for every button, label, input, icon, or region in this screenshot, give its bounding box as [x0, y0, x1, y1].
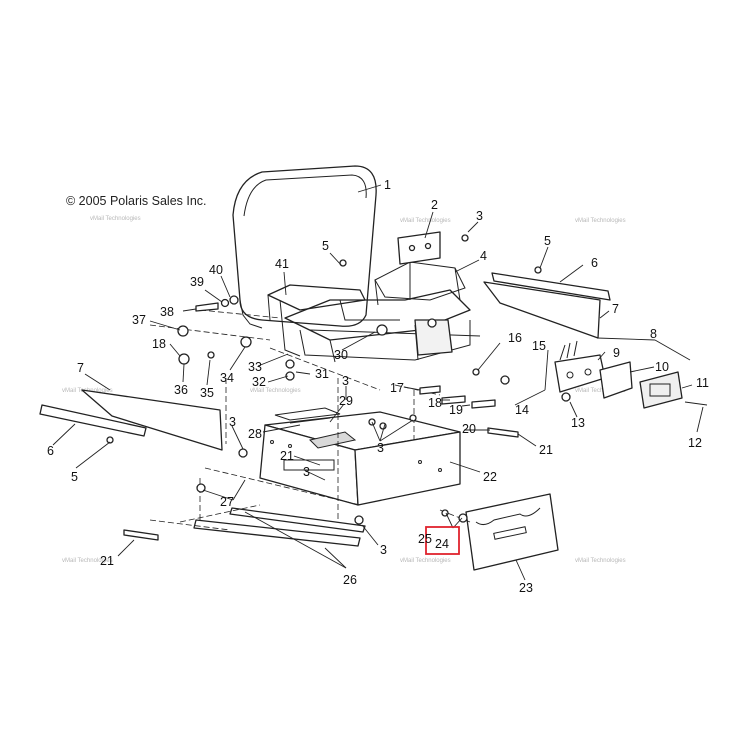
callout-label: 10 — [655, 360, 669, 374]
callout-label: 9 — [613, 346, 620, 360]
front-panel-part — [465, 493, 559, 571]
callout-label: 20 — [462, 422, 476, 436]
callout-label: 38 — [160, 305, 174, 319]
callout-label: 35 — [200, 386, 214, 400]
rack-frame-part — [267, 261, 481, 363]
callout-label: 30 — [334, 348, 348, 362]
callout-label: 39 — [190, 275, 204, 289]
watermark-text: vMail Technologies — [575, 558, 626, 564]
leader-lines — [52, 184, 704, 581]
watermark-text: vMail Technologies — [62, 558, 113, 564]
callout-label: 5 — [322, 239, 329, 253]
watermark-text: vMail Technologies — [575, 388, 626, 394]
callout-label: 18 — [428, 396, 442, 410]
callout-label: 1 — [384, 178, 391, 192]
hardware-parts — [106, 234, 542, 525]
callout-label: 16 — [508, 331, 522, 345]
callout-label: 21 — [100, 554, 114, 568]
callout-label: 5 — [71, 470, 78, 484]
callout-label: 18 — [152, 337, 166, 351]
callout-label: 3 — [380, 543, 387, 557]
callout-label: 3 — [229, 415, 236, 429]
watermark-text: vMail Technologies — [250, 388, 301, 394]
callout-label: 3 — [476, 209, 483, 223]
base-rail-part — [193, 507, 366, 547]
callout-label: 3 — [377, 441, 384, 455]
tail-light-part — [554, 340, 708, 409]
callout-label: 17 — [390, 381, 404, 395]
watermark-text: vMail Technologies — [90, 216, 141, 222]
bracket-part — [397, 231, 441, 265]
right-rail-part — [483, 272, 611, 339]
callout-label: 21 — [539, 443, 553, 457]
callout-label: 8 — [650, 327, 657, 341]
callout-label: 14 — [515, 403, 529, 417]
callout-label: 6 — [591, 256, 598, 270]
callout-label: 2 — [431, 198, 438, 212]
callout-label: 4 — [480, 249, 487, 263]
callout-label: 28 — [248, 427, 262, 441]
callout-label: 24 — [435, 537, 449, 551]
callout-label: 27 — [220, 495, 234, 509]
callout-label: 37 — [132, 313, 146, 327]
callout-label: 13 — [571, 416, 585, 430]
callout-label: 26 — [343, 573, 357, 587]
callout-label: 32 — [252, 375, 266, 389]
callout-label: 11 — [696, 376, 709, 390]
callout-label: 25 — [418, 532, 432, 546]
callout-label: 15 — [532, 339, 546, 353]
callout-label: 36 — [174, 383, 188, 397]
callout-label: 7 — [77, 361, 84, 375]
callout-label: 23 — [519, 581, 533, 595]
callout-labels: 1 2 3 3 3 3 3 3 4 5 5 5 6 6 7 7 8 9 10 1… — [47, 178, 709, 595]
callout-label: 31 — [315, 367, 329, 381]
watermark-text: vMail Technologies — [400, 218, 451, 224]
callout-label: 40 — [209, 263, 223, 277]
callout-label: 6 — [47, 444, 54, 458]
callout-label: 3 — [342, 374, 349, 388]
seat-back-part — [232, 165, 377, 329]
copyright-text: © 2005 Polaris Sales Inc. — [66, 194, 207, 208]
callout-label: 21 — [280, 449, 294, 463]
callout-label: 33 — [248, 360, 262, 374]
rod-part — [123, 427, 519, 541]
callout-label: 3 — [303, 465, 310, 479]
callout-label: 19 — [449, 403, 463, 417]
callout-label: 41 — [275, 257, 289, 271]
watermark-text: vMail Technologies — [400, 558, 451, 564]
highlight-box — [425, 526, 460, 555]
callout-label: 22 — [483, 470, 497, 484]
callout-label: 7 — [612, 302, 619, 316]
callout-label: 29 — [339, 394, 353, 408]
callout-label: 5 — [544, 234, 551, 248]
left-rail-part — [39, 389, 223, 451]
callout-label: 12 — [688, 436, 702, 450]
watermark-text: vMail Technologies — [575, 218, 626, 224]
callout-label: 34 — [220, 371, 234, 385]
